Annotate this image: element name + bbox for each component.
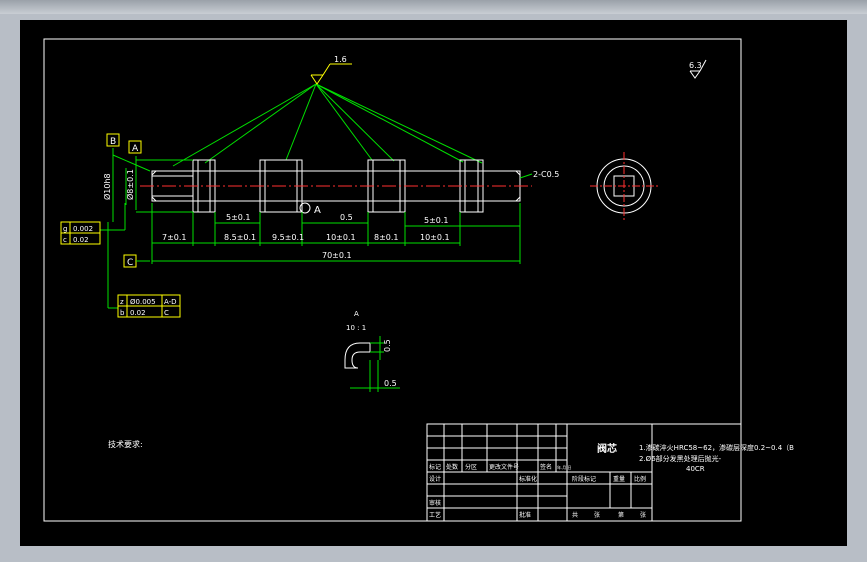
- title-block-grid: [426, 423, 742, 522]
- dim-r5: 8±0.1: [374, 233, 399, 242]
- dim-r3: 9.5±0.1: [272, 233, 304, 242]
- datum-b-label: B: [110, 137, 116, 147]
- datum-b-box[interactable]: [106, 133, 120, 147]
- dim-r6: 10±0.1: [420, 233, 450, 242]
- detail-view[interactable]: [344, 336, 400, 392]
- drawing-border: [43, 38, 742, 522]
- tb-sheets: 共 张 第 张: [572, 511, 646, 519]
- note-1: 1.渗碳淬火HRC58~62，渗碳层深度0.2~0.4（B: [639, 443, 794, 452]
- svg-text:分区: 分区: [465, 463, 477, 471]
- tol-bottom-ref-2: C: [164, 309, 169, 317]
- tolerance-frame-left[interactable]: g 0.002 c 0.02: [60, 221, 101, 245]
- title-block-headers: 标记 处数 分区 更改文件号 签名 年.月.日: [429, 463, 572, 471]
- material: 40CR: [686, 465, 705, 473]
- detail-dim-h: 0.5: [384, 379, 397, 388]
- finish-value: 1.6: [334, 55, 347, 64]
- svg-text:张: 张: [640, 511, 646, 519]
- cad-window-top-bar: [0, 0, 867, 14]
- detail-scale: 10 : 1: [346, 324, 366, 332]
- tol-bottom-sym-2: b: [120, 309, 125, 317]
- dia-mid-label: Ø8±0.1: [125, 169, 135, 200]
- dia-left-label: Ø10h8: [102, 173, 112, 200]
- note-2: 2.Ø6部分发黑处理后抛光-: [639, 454, 722, 463]
- detail-label: A: [354, 310, 359, 318]
- tb-process: 工艺: [429, 511, 441, 519]
- dim-r1: 7±0.1: [162, 233, 187, 242]
- dimension-lines: [151, 203, 521, 264]
- svg-text:更改文件号: 更改文件号: [489, 463, 519, 471]
- tol-left-val-1: 0.002: [73, 225, 93, 233]
- datum-lines: [100, 148, 193, 309]
- chamfer-label: 2-C0.5: [533, 170, 559, 179]
- svg-text:年.月.日: 年.月.日: [557, 464, 572, 470]
- svg-text:标记: 标记: [429, 463, 441, 471]
- surface-finish-icon: [310, 63, 352, 85]
- dim-d1: 5±0.1: [226, 213, 251, 222]
- finish-leaders: [172, 83, 483, 167]
- svg-text:共: 共: [572, 511, 578, 519]
- drawing-canvas[interactable]: [20, 20, 847, 546]
- tb-approve: 批准: [519, 511, 531, 519]
- tb-stage: 阶段标记: [572, 475, 596, 483]
- detail-marker-circle[interactable]: [299, 202, 311, 214]
- tol-bottom-val-2: 0.02: [130, 309, 146, 317]
- detail-dim-v: 0.5: [383, 339, 392, 352]
- part-name: 阀芯: [597, 442, 617, 455]
- svg-text:张: 张: [594, 511, 600, 519]
- tb-review: 审核: [429, 499, 441, 507]
- dim-d2: 0.5: [340, 213, 353, 222]
- datum-c-label: C: [127, 258, 133, 268]
- svg-text:第: 第: [618, 511, 624, 519]
- corner-finish-value: 6.3: [689, 61, 702, 70]
- svg-text:处数: 处数: [446, 463, 458, 471]
- tol-left-sym-2: c: [63, 236, 67, 244]
- tol-left-sym-1: g: [63, 225, 67, 233]
- dim-r4: 10±0.1: [326, 233, 356, 242]
- tol-bottom-sym-1: z: [120, 298, 124, 306]
- end-view[interactable]: [590, 152, 658, 220]
- tol-bottom-val-1: Ø0.005: [130, 298, 156, 306]
- detail-marker-label: A: [314, 205, 321, 216]
- tb-weight: 重量: [613, 475, 625, 483]
- dim-r2: 8.5±0.1: [224, 233, 256, 242]
- datum-a-label: A: [132, 144, 139, 154]
- dim-total: 70±0.1: [322, 251, 352, 260]
- svg-text:签名: 签名: [540, 463, 552, 471]
- tb-design: 设计: [429, 475, 441, 483]
- tol-bottom-ref-1: A-D: [164, 298, 177, 306]
- tech-req-title: 技术要求:: [108, 439, 143, 449]
- tolerance-frame-bottom[interactable]: z Ø0.005 A-D b 0.02 C: [117, 294, 181, 318]
- tb-std: 标准化: [519, 475, 537, 483]
- tb-ratio: 比例: [634, 475, 646, 483]
- datum-a-box[interactable]: [128, 140, 142, 154]
- corner-finish-icon: [689, 59, 707, 79]
- chamfer-leader: [519, 173, 533, 179]
- dim-d3: 5±0.1: [424, 216, 449, 225]
- tol-left-val-2: 0.02: [73, 236, 89, 244]
